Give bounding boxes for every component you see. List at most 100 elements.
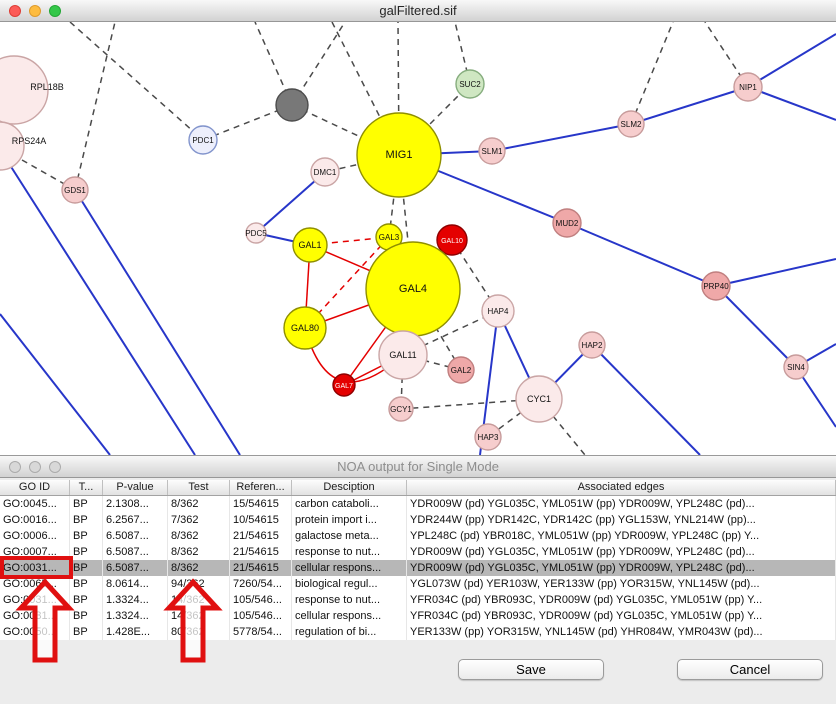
table-cell[interactable]: GO:0016... xyxy=(0,512,70,528)
table-cell[interactable]: biological regul... xyxy=(292,576,407,592)
graph-edge[interactable] xyxy=(74,189,241,455)
graph-edge[interactable] xyxy=(0,313,111,455)
table-cell[interactable]: protein import i... xyxy=(292,512,407,528)
table-cell[interactable]: GO:0050... xyxy=(0,624,70,640)
graph-node-gal80[interactable] xyxy=(283,306,327,350)
table-cell[interactable]: 14/362 xyxy=(168,592,230,608)
graph-edge[interactable] xyxy=(566,222,717,287)
table-cell[interactable]: 1.3324... xyxy=(103,592,168,608)
table-cell[interactable]: 7260/54... xyxy=(230,576,292,592)
minimize-button[interactable] xyxy=(29,461,41,473)
table-cell[interactable]: 21/54615 xyxy=(230,528,292,544)
graph-node-cyc1[interactable] xyxy=(515,375,563,423)
table-cell[interactable]: YDR244W (pp) YDR142C, YDR142C (pp) YGL15… xyxy=(407,512,836,528)
table-cell[interactable]: regulation of bi... xyxy=(292,624,407,640)
table-cell[interactable]: 15/54615 xyxy=(230,496,292,512)
table-cell[interactable]: response to nut... xyxy=(292,592,407,608)
table-cell[interactable]: GO:0006... xyxy=(0,528,70,544)
column-header[interactable]: P-value xyxy=(103,480,168,495)
column-header[interactable]: Associated edges xyxy=(407,480,836,495)
graph-node-hap4[interactable] xyxy=(481,294,515,328)
table-cell[interactable]: YDR009W (pd) YGL035C, YML051W (pp) YDR00… xyxy=(407,544,836,560)
graph-node-hap2[interactable] xyxy=(578,331,606,359)
graph-node-gal7[interactable] xyxy=(332,373,356,397)
table-cell[interactable]: 6.5087... xyxy=(103,544,168,560)
zoom-button[interactable] xyxy=(49,5,61,17)
table-cell[interactable]: 21/54615 xyxy=(230,544,292,560)
table-cell[interactable]: 14/362 xyxy=(168,608,230,624)
graph-edge[interactable] xyxy=(715,285,797,368)
table-cell[interactable]: YFR034C (pd) YBR093C, YDR009W (pd) YGL03… xyxy=(407,608,836,624)
table-cell[interactable]: YFR034C (pd) YBR093C, YDR009W (pd) YGL03… xyxy=(407,592,836,608)
graph-edge[interactable] xyxy=(7,161,196,455)
graph-node-sin4[interactable] xyxy=(783,354,809,380)
graph-edge[interactable] xyxy=(69,22,204,141)
graph-node-gray1[interactable] xyxy=(275,88,309,122)
table-cell[interactable]: GO:0065... xyxy=(0,576,70,592)
table-cell[interactable]: YDR009W (pd) YGL035C, YML051W (pp) YDR00… xyxy=(407,560,836,576)
table-cell[interactable]: 5778/54... xyxy=(230,624,292,640)
table-cell[interactable]: 7/362 xyxy=(168,512,230,528)
graph-edge[interactable] xyxy=(747,86,836,121)
column-header[interactable]: Referen... xyxy=(230,480,292,495)
graph-node-prp40[interactable] xyxy=(701,271,731,301)
graph-node-suc2[interactable] xyxy=(455,69,485,99)
table-cell[interactable]: YDR009W (pd) YGL035C, YML051W (pp) YDR00… xyxy=(407,496,836,512)
table-cell[interactable]: 8/362 xyxy=(168,560,230,576)
graph-node-gal11[interactable] xyxy=(378,330,428,380)
graph-edge[interactable] xyxy=(715,258,836,287)
graph-node-rps24a[interactable] xyxy=(0,121,25,171)
table-cell[interactable]: GO:0031... xyxy=(0,592,70,608)
column-header[interactable]: Desciption xyxy=(292,480,407,495)
table-cell[interactable]: response to nut... xyxy=(292,544,407,560)
table-cell[interactable]: 80/362 xyxy=(168,624,230,640)
graph-node-mig1[interactable] xyxy=(356,112,442,198)
network-titlebar[interactable]: galFiltered.sif xyxy=(0,0,836,22)
cancel-button[interactable]: Cancel xyxy=(677,659,823,680)
graph-node-nip1[interactable] xyxy=(733,72,763,102)
table-cell[interactable]: YGL073W (pd) YER103W, YER133W (pp) YOR31… xyxy=(407,576,836,592)
table-cell[interactable]: BP xyxy=(70,624,103,640)
table-cell[interactable]: 105/546... xyxy=(230,608,292,624)
graph-edge[interactable] xyxy=(630,86,749,125)
table-cell[interactable]: BP xyxy=(70,592,103,608)
graph-node-gcy1[interactable] xyxy=(388,396,414,422)
graph-node-pdc1[interactable] xyxy=(188,125,218,155)
table-cell[interactable]: 6.5087... xyxy=(103,528,168,544)
table-cell[interactable]: YPL248C (pd) YBR018C, YML051W (pp) YDR00… xyxy=(407,528,836,544)
graph-edge[interactable] xyxy=(747,33,836,88)
table-cell[interactable]: 8/362 xyxy=(168,544,230,560)
table-cell[interactable]: 2.1308... xyxy=(103,496,168,512)
graph-node-gds1[interactable] xyxy=(61,176,89,204)
graph-node-slm2[interactable] xyxy=(617,110,645,138)
table-cell[interactable]: 6.2567... xyxy=(103,512,168,528)
table-cell[interactable]: 94/362 xyxy=(168,576,230,592)
table-cell[interactable]: 10/54615 xyxy=(230,512,292,528)
graph-edge[interactable] xyxy=(630,22,674,125)
table-cell[interactable]: 105/546... xyxy=(230,592,292,608)
graph-node-rpl18b[interactable] xyxy=(0,55,49,125)
graph-node-mud2[interactable] xyxy=(552,208,582,238)
graph-node-gal10[interactable] xyxy=(436,224,468,256)
table-cell[interactable]: 21/54615 xyxy=(230,560,292,576)
table-cell[interactable]: YER133W (pp) YOR315W, YNL145W (pd) YHR08… xyxy=(407,624,836,640)
table-cell[interactable]: 8/362 xyxy=(168,528,230,544)
table-cell[interactable]: 6.5087... xyxy=(103,560,168,576)
graph-node-dmc1[interactable] xyxy=(310,157,340,187)
graph-node-gal1[interactable] xyxy=(292,227,328,263)
column-header[interactable]: GO ID xyxy=(0,480,70,495)
graph-edge[interactable] xyxy=(591,344,701,455)
graph-node-pdc5[interactable] xyxy=(245,222,267,244)
table-cell[interactable]: 8.0614... xyxy=(103,576,168,592)
table-cell[interactable]: galactose meta... xyxy=(292,528,407,544)
noa-titlebar[interactable]: NOA output for Single Mode xyxy=(0,456,836,478)
table-cell[interactable]: GO:0031... xyxy=(0,560,70,576)
table-cell[interactable]: 1.428E... xyxy=(103,624,168,640)
